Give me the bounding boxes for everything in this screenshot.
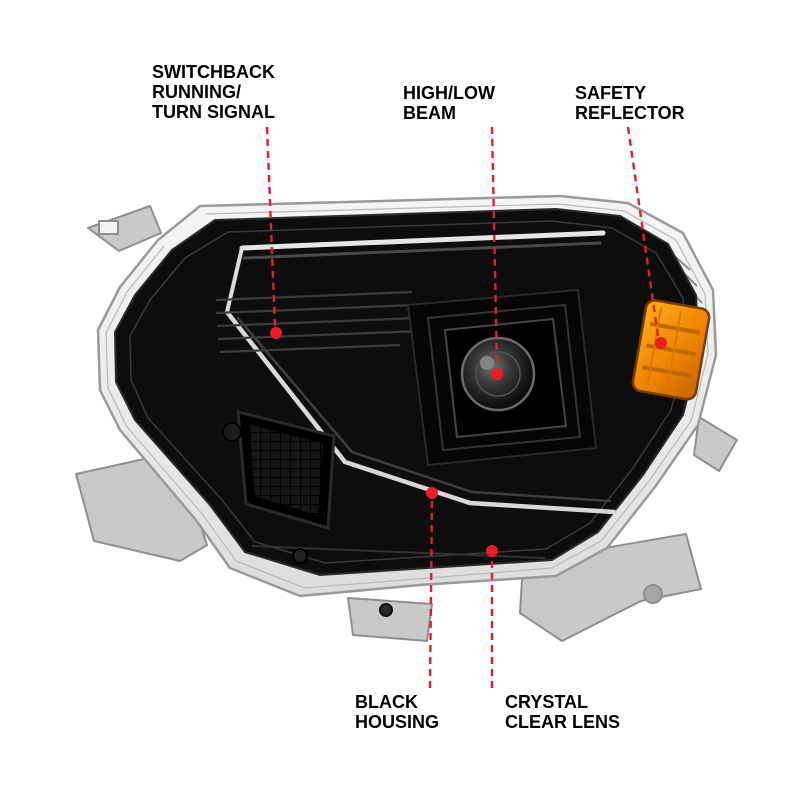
lens-glint [480,356,494,370]
bracket-right-small [693,416,738,472]
callout-line-text: CLEAR LENS [505,712,621,733]
projector-assembly [406,288,598,467]
callout-line-text: SWITCHBACK [152,62,275,82]
housing-bezel-line [129,220,687,564]
callout-label-switchback: SWITCHBACK RUNNING/ TURN SIGNAL [152,62,275,122]
callout-line-text: CRYSTAL [505,692,588,712]
callout-dot-crystal-lens [486,545,498,557]
bracket-top-left-slot [98,220,119,235]
callout-line-text: TURN SIGNAL [152,102,275,123]
vent-grid [222,410,336,530]
callout-line-switchback [265,126,277,327]
screw-bottom [379,603,393,617]
bracket-bottom-center [347,597,433,642]
callout-line-text: BEAM [403,103,456,124]
callout-dot-high-low [491,368,503,380]
callout-lines [265,126,660,689]
callout-line-high-low [490,126,499,367]
callout-label-black-housing: BLACK HOUSING [355,692,439,732]
bracket-bolt-hole [643,584,663,604]
switchback-led-bar [224,230,617,515]
callout-dot-switchback [270,327,282,339]
callout-line-text: SAFETY [575,83,647,103]
shell-contour-line [105,203,709,589]
callout-label-crystal-clear-lens: CRYSTAL CLEAR LENS [505,692,620,732]
ribbed-reflector-lines [215,290,421,354]
bracket-top-left-tab [87,205,162,252]
callout-line-text: RUNNING/ [152,82,241,103]
callout-line-text: HOUSING [355,712,440,733]
callout-line-text: BLACK [355,692,418,712]
housing-bottom-details [251,545,546,617]
screw-left [292,548,308,564]
callout-label-safety-reflector: SAFETY REFLECTOR [575,83,685,123]
callout-line-text: HIGH/LOW [403,83,495,103]
callout-label-high-low-beam: HIGH/LOW BEAM [403,83,495,123]
callout-dot-safety [655,337,667,349]
callout-line-text: REFLECTOR [575,103,685,124]
callout-dot-black-housing [426,487,438,499]
callout-dots [270,327,667,557]
callout-line-black-housing [428,499,434,689]
amber-safety-reflector [631,299,711,401]
